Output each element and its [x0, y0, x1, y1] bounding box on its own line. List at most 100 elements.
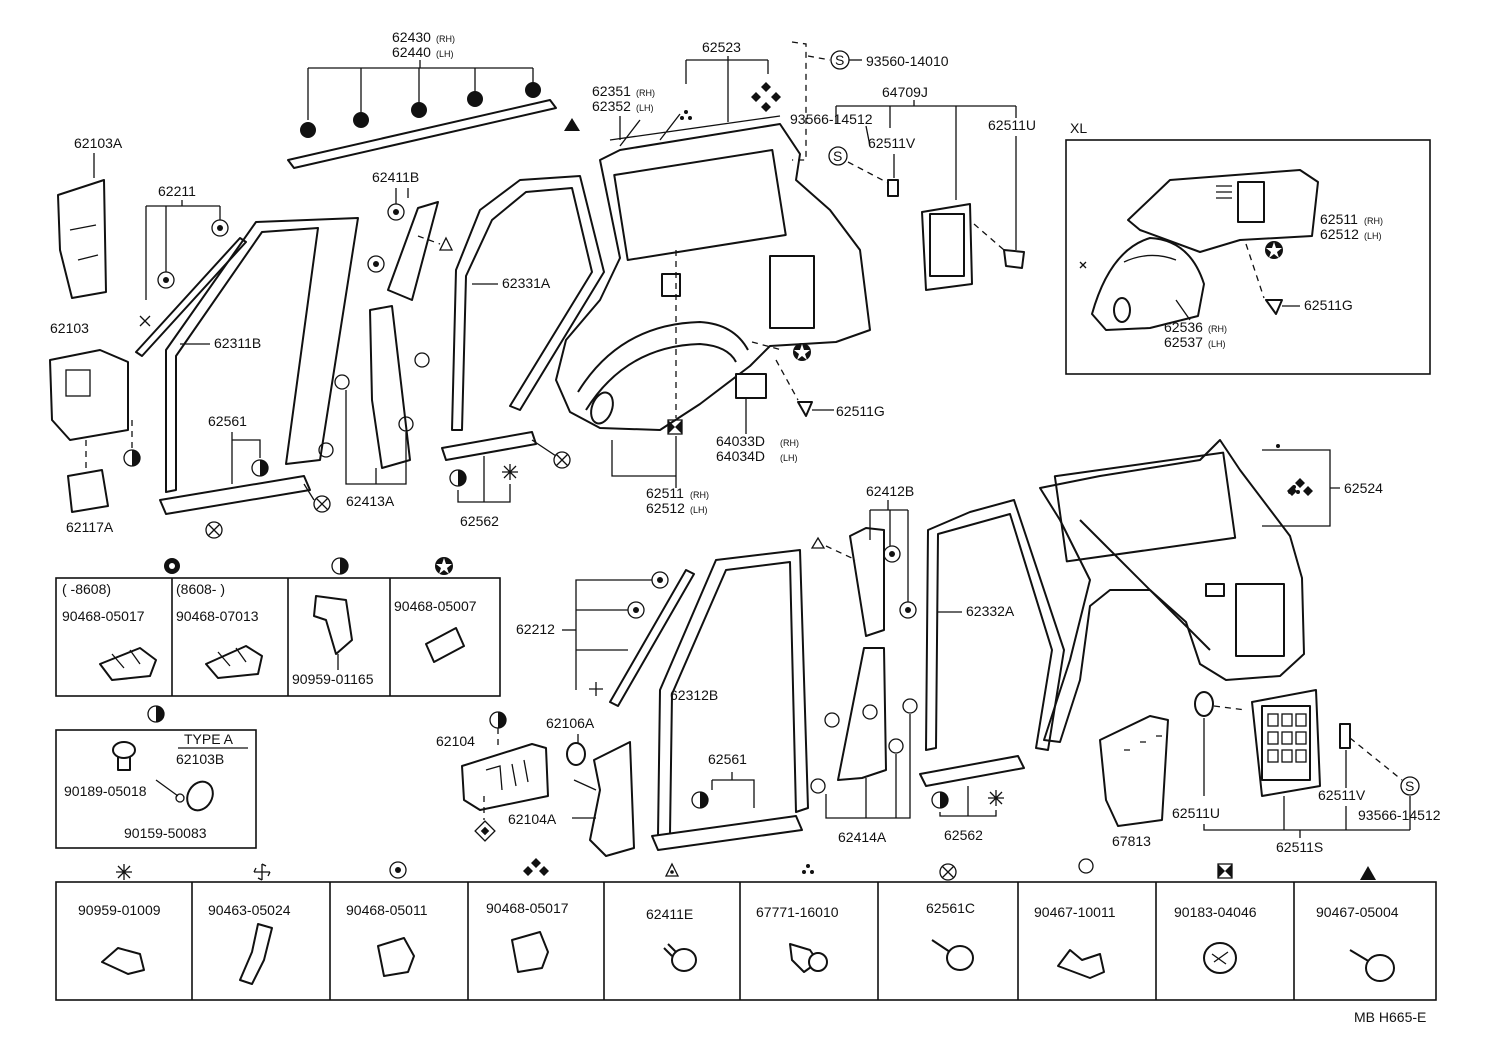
clip-part-90468-07013: 90468-07013 [176, 608, 259, 624]
legend-item-asterisk: 90959-01009 [78, 864, 161, 975]
swastika-icon [1078, 858, 1094, 874]
label-62412B: 62412B [866, 483, 914, 499]
svg-text:(LH): (LH) [636, 103, 654, 113]
legend-part: 90467-05004 [1316, 904, 1399, 920]
fastener-legend-table: 90959-01009 90463-05024 90468-05011 9046… [55, 858, 1437, 1001]
label-62537: 62537 [1164, 334, 1203, 350]
label-62523: 62523 [702, 39, 741, 55]
label-62352: 62352 [592, 98, 631, 114]
label-93560-14010: 93560-14010 [866, 53, 949, 69]
svg-text:(RH): (RH) [780, 438, 799, 448]
svg-text:(RH): (RH) [1364, 216, 1383, 226]
label-62311B: 62311B [214, 335, 261, 351]
svg-text:(LH): (LH) [690, 505, 708, 515]
label-62512-xl: 62512 [1320, 226, 1359, 242]
roof-molding-group: 62430 (RH) 62440 (LH) [287, 29, 580, 169]
legend-part: 67771-16010 [756, 904, 839, 920]
type-a-label: TYPE A [184, 731, 234, 747]
range-before-8608: ( -8608) [62, 581, 111, 597]
label-62511-xl: 62511 [1320, 211, 1358, 227]
legend-item-three-dots: 67771-16010 [756, 864, 839, 973]
label-62103A: 62103A [74, 135, 123, 151]
legend-part: 90467-10011 [1034, 904, 1116, 920]
svg-text:(LH): (LH) [1364, 231, 1382, 241]
clip-part-90468-05007: 90468-05007 [394, 598, 477, 614]
label-62511G-xl: 62511G [1304, 297, 1353, 313]
front-pillar-parts: 62103A 62103 62117A [49, 135, 141, 535]
label-64034D: 64034D [716, 448, 765, 464]
legend-item-pinwheel: 90463-05024 [208, 863, 291, 985]
label-62413A: 62413A [346, 493, 395, 509]
svg-text:S: S [835, 52, 844, 68]
label-62511G-upper: 62511G [836, 403, 885, 419]
circle-x-icon [939, 863, 957, 881]
label-62536: 62536 [1164, 319, 1203, 335]
triangle-dot-icon [664, 862, 680, 877]
label-62414A: 62414A [838, 829, 887, 845]
label-62511-upper: 62511 [646, 485, 684, 501]
label-62212: 62212 [516, 621, 555, 637]
diamond-cluster-icon [523, 858, 549, 876]
label-64033D: 64033D [716, 433, 765, 449]
legend-part: 62411E [646, 906, 693, 922]
legend-item-triangle-dot: 62411E [646, 862, 697, 972]
clip-part-90468-05017: 90468-05017 [62, 608, 145, 624]
label-62524: 62524 [1344, 480, 1383, 496]
label-62511U-lower: 62511U [1172, 805, 1220, 821]
label-62211: 62211 [158, 183, 196, 199]
part-62103B: 62103B [176, 751, 224, 767]
legend-item-ring-dot: 90468-05011 [346, 861, 428, 977]
label-62430: 62430 [392, 29, 431, 45]
label-62511V-upper: 62511V [868, 135, 916, 151]
label-64709J: 64709J [882, 84, 928, 100]
rear-quarter-lower: 62332A 62524 62562 67813 62511U S [919, 439, 1441, 855]
legend-part: 62561C [926, 900, 975, 916]
part-90189-05018: 90189-05018 [64, 783, 147, 799]
range-after-8608: (8608- ) [176, 581, 225, 597]
part-90159-50083: 90159-50083 [124, 825, 207, 841]
label-62331A: 62331A [502, 275, 551, 291]
label-62561-upper: 62561 [208, 413, 247, 429]
label-62561-lower: 62561 [708, 751, 747, 767]
rear-quarter-upper: 62331A 62562 [441, 113, 871, 529]
label-62117A: 62117A [66, 519, 114, 535]
label-62562-upper: 62562 [460, 513, 499, 529]
legend-item-circle-x: 62561C [926, 863, 975, 971]
rear-quarter-labels: 62351 (RH) 62352 (LH) 62523 S 93560-1401… [592, 39, 1036, 516]
legend-part: 90468-05017 [486, 900, 569, 916]
svg-text:(RH): (RH) [636, 88, 655, 98]
svg-text:(LH): (LH) [780, 453, 798, 463]
label-62562-lower: 62562 [944, 827, 983, 843]
legend-part: 90468-05011 [346, 902, 428, 918]
pinwheel-icon [253, 863, 271, 881]
label-62511U-upper: 62511U [988, 117, 1036, 133]
label-67813: 67813 [1112, 833, 1151, 849]
legend-part: 90463-05024 [208, 902, 291, 918]
svg-text:S: S [1405, 778, 1414, 794]
clip-variants-box: ( -8608) (8608- ) 90468-05017 90468-0701… [55, 557, 501, 697]
triangle-icon [564, 118, 580, 131]
label-62104: 62104 [436, 733, 475, 749]
label-62511V-lower: 62511V [1318, 787, 1366, 803]
svg-text:(LH): (LH) [436, 49, 454, 59]
label-62103: 62103 [50, 320, 89, 336]
label-62104A: 62104A [508, 811, 557, 827]
diagram-code: MB H665-E [1354, 1009, 1426, 1025]
label-62440: 62440 [392, 44, 431, 60]
lower-center-pillar: 62412B 62414A [810, 483, 918, 845]
svg-text:(RH): (RH) [436, 34, 455, 44]
label-93566-14512-lower: 93566-14512 [1358, 807, 1441, 823]
xl-label: XL [1070, 120, 1087, 136]
lower-front-group: 62212 62312B 62106A 62104 62104A 62561 [436, 549, 809, 857]
xl-variant-box: XL 62511 (RH) 62512 (LH) 62511G 62536 (R… [1065, 120, 1431, 375]
legend-part: 90183-04046 [1174, 904, 1257, 920]
asterisk-icon [116, 864, 132, 880]
svg-text:(LH): (LH) [1208, 339, 1226, 349]
svg-text:S: S [833, 148, 842, 164]
label-93566-14512-upper: 93566-14512 [790, 111, 873, 127]
center-pillar-group: 62411B 62413A 62561 [159, 169, 454, 539]
type-a-box: TYPE A 62103B 90189-05018 90159-50083 [55, 705, 257, 849]
ring-dot-icon [389, 861, 407, 879]
label-62511S: 62511S [1276, 839, 1323, 855]
